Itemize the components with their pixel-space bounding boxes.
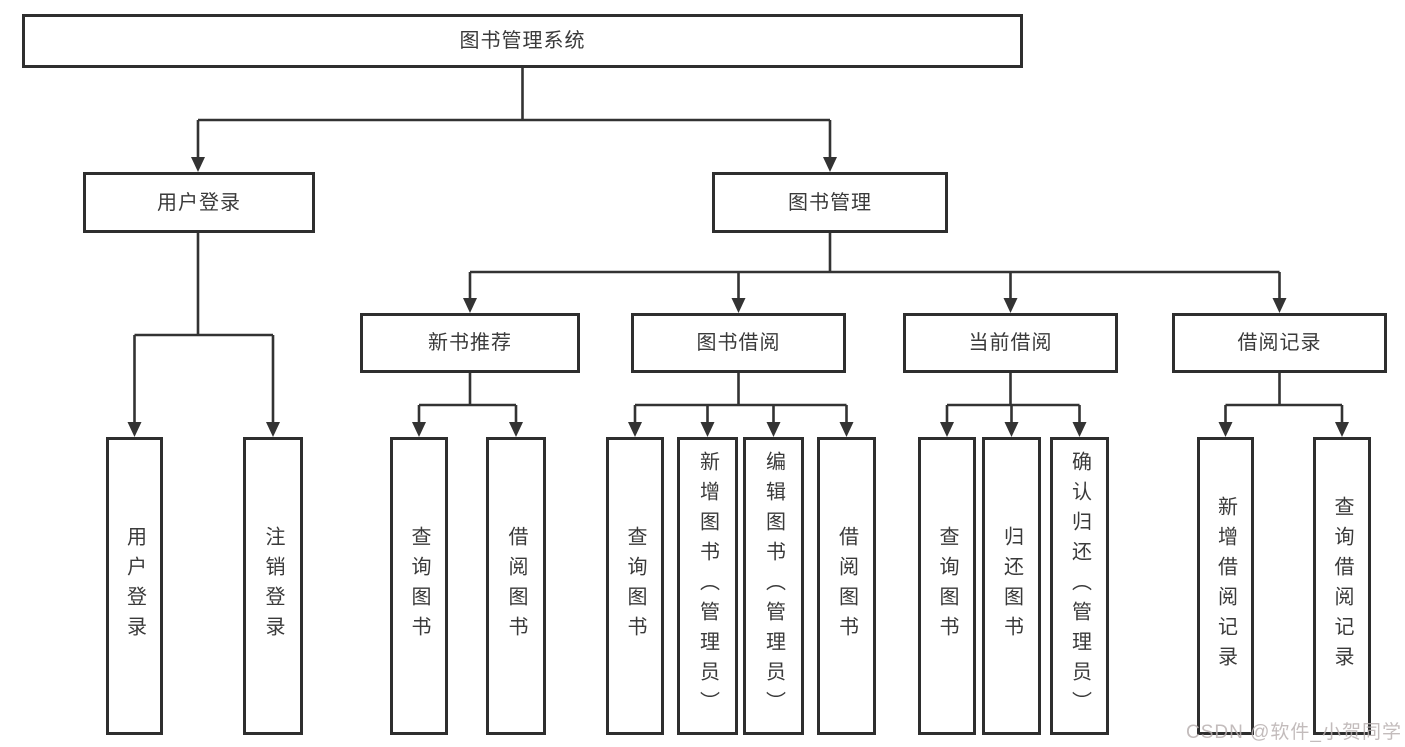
node-leaf-borrow-books-1: 借阅图书 — [486, 437, 546, 735]
node-book-management-module: 图书管理 — [712, 172, 948, 233]
connector-edges — [133, 68, 1344, 425]
node-library-management-system: 图书管理系统 — [22, 14, 1023, 68]
node-leaf-add-books-admin: 新增图书（管理员） — [677, 437, 738, 735]
node-leaf-return-books: 归还图书 — [982, 437, 1041, 735]
node-leaf-query-books-3: 查询图书 — [918, 437, 976, 735]
node-leaf-query-borrow-record: 查询借阅记录 — [1313, 437, 1371, 735]
node-user-login-module: 用户登录 — [83, 172, 315, 233]
node-leaf-query-books-2: 查询图书 — [606, 437, 664, 735]
connector-arrowheads — [127, 157, 1349, 437]
node-leaf-edit-books-admin: 编辑图书（管理员） — [743, 437, 804, 735]
node-book-borrowing: 图书借阅 — [631, 313, 846, 373]
node-new-book-recommendation: 新书推荐 — [360, 313, 580, 373]
node-leaf-add-borrow-record: 新增借阅记录 — [1197, 437, 1254, 735]
node-leaf-user-login: 用户登录 — [106, 437, 163, 735]
node-borrowing-records: 借阅记录 — [1172, 313, 1387, 373]
node-leaf-logout: 注销登录 — [243, 437, 303, 735]
node-leaf-confirm-return-admin: 确认归还（管理员） — [1050, 437, 1109, 735]
node-leaf-borrow-books-2: 借阅图书 — [817, 437, 876, 735]
node-current-borrowing: 当前借阅 — [903, 313, 1118, 373]
csdn-watermark: CSDN @软件_小贺同学 — [1186, 722, 1402, 743]
node-leaf-query-books-1: 查询图书 — [390, 437, 448, 735]
